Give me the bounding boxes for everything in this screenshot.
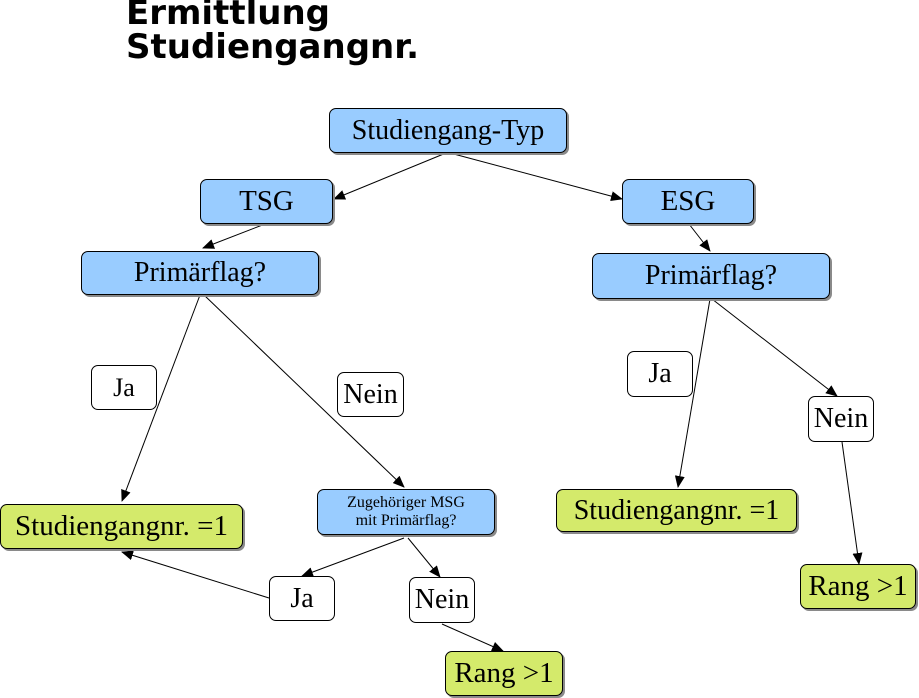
edge-msg-nein (407, 537, 441, 578)
node-tsg: TSG (200, 179, 333, 224)
msg-question-line-2: mit Primärflag? (355, 512, 457, 529)
node-rang-right: Rang >1 (800, 564, 916, 609)
label-ja-bottom: Ja (269, 576, 335, 621)
node-esg: ESG (622, 179, 754, 224)
label-nein-left: Nein (337, 372, 404, 417)
title-line-2: Studiengangnr. (126, 27, 420, 67)
node-primaerflag-left: Primärflag? (81, 251, 319, 295)
node-zugehoeriger-msg: Zugehöriger MSG mit Primärflag? (317, 489, 495, 535)
node-primaerflag-right: Primärflag? (592, 253, 830, 299)
edge-nein-rang (441, 623, 504, 652)
node-studiengangnr-right: Studiengangnr. =1 (556, 489, 797, 532)
edge-root-esg (449, 152, 623, 201)
label-ja-left: Ja (91, 365, 157, 410)
edge-msg-ja (301, 537, 405, 577)
label-ja-right: Ja (627, 351, 693, 397)
edge-root-tsg (333, 152, 447, 200)
edge-primaerflag-right-studiengangnr (674, 298, 711, 488)
edge-ja-studiengangnr (121, 550, 270, 599)
node-studiengang-typ: Studiengang-Typ (329, 108, 567, 153)
edge-primaerflag-right-nein (711, 298, 838, 397)
edge-tsg-primaerflag (202, 223, 266, 249)
msg-question-line-1: Zugehöriger MSG (347, 494, 465, 511)
title-line-1: Ermittlung (126, 0, 330, 33)
edge-esg-primaerflag (688, 223, 711, 252)
edge-primaerflag-left-studiengangnr (121, 294, 201, 502)
node-studiengangnr-left: Studiengangnr. =1 (0, 504, 243, 549)
node-rang-bottom: Rang >1 (445, 651, 563, 696)
edge-nein-right-rang (841, 441, 863, 565)
label-nein-right: Nein (808, 396, 874, 442)
label-nein-bottom: Nein (409, 577, 475, 623)
diagram-title: Ermittlung Studiengangnr. (126, 0, 419, 64)
edge-primaerflag-left-msg (203, 294, 405, 488)
